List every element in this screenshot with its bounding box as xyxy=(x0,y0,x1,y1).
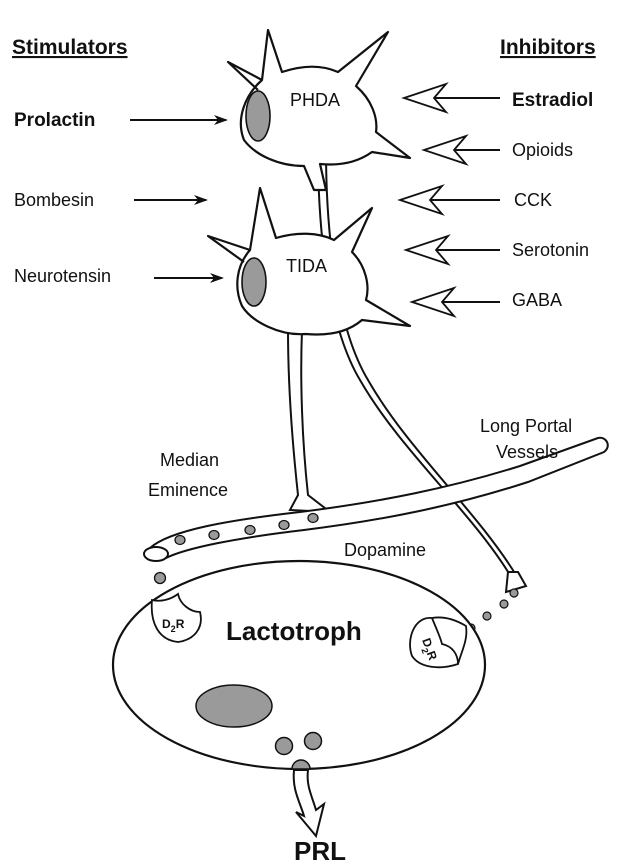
prl-output-arrow xyxy=(294,770,324,836)
lactotroph-nucleus xyxy=(196,685,272,727)
inhibitor-cck: CCK xyxy=(514,190,552,210)
stimulator-neurotensin: Neurotensin xyxy=(14,266,111,286)
estradiol-arrow xyxy=(404,84,500,112)
gaba-arrow xyxy=(412,288,500,316)
tida-axon xyxy=(288,330,330,512)
median-eminence-line2: Eminence xyxy=(148,480,228,500)
inhibitor-serotonin: Serotonin xyxy=(512,240,589,260)
stimulators-header: Stimulators xyxy=(12,36,128,59)
serotonin-arrow xyxy=(406,236,500,264)
stimulator-bombesin: Bombesin xyxy=(14,190,94,210)
inhibitor-opioids: Opioids xyxy=(512,140,573,160)
phda-label: PHDA xyxy=(290,90,340,110)
opioids-arrow xyxy=(424,136,500,164)
inhibitor-gaba: GABA xyxy=(512,290,562,310)
cck-arrow xyxy=(400,186,500,214)
inhibitors-header: Inhibitors xyxy=(500,36,596,59)
prl-label: PRL xyxy=(294,836,346,864)
inhibitor-estradiol: Estradiol xyxy=(512,90,593,111)
long-portal-line1: Long Portal xyxy=(480,416,572,436)
lactotroph-label: Lactotroph xyxy=(226,616,362,646)
phda-nucleus xyxy=(246,91,270,141)
d2-receptor-right: D2R xyxy=(410,617,466,667)
long-portal-line2: Vessels xyxy=(496,442,558,462)
stimulator-prolactin: Prolactin xyxy=(14,110,95,131)
median-eminence-line1: Median xyxy=(160,450,219,470)
tida-label: TIDA xyxy=(286,256,327,276)
vessel-opening xyxy=(144,547,168,561)
dopamine-label: Dopamine xyxy=(344,540,426,560)
tida-nucleus xyxy=(242,258,266,306)
right-dopamine-granules xyxy=(467,589,518,632)
